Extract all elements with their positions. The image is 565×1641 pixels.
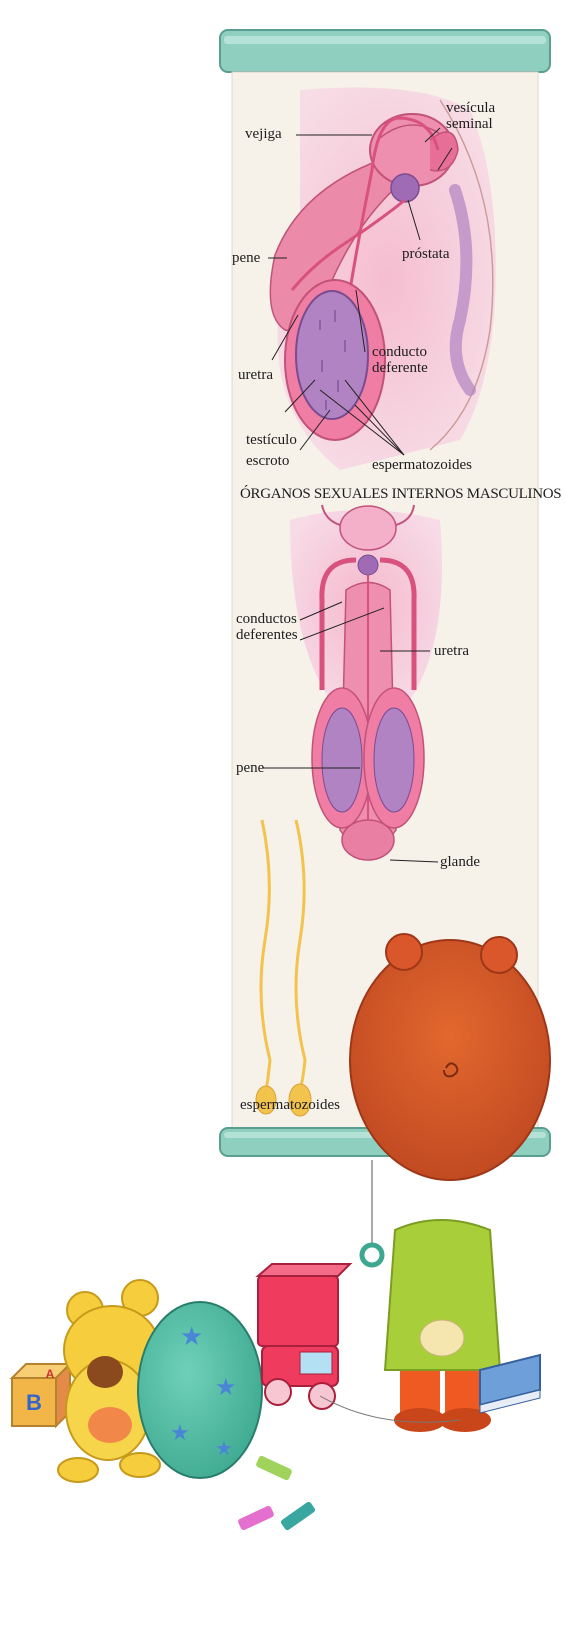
- svg-text:★: ★: [215, 1375, 237, 1401]
- label-uretra-front: uretra: [434, 643, 469, 659]
- label-glande: glande: [440, 854, 480, 870]
- label-pene-front: pene: [236, 760, 264, 776]
- block-letter-b: B: [26, 1390, 42, 1415]
- label-espermatozoides-caption: espermatozoides: [240, 1097, 340, 1113]
- label-vejiga: vejiga: [245, 126, 282, 142]
- prostate: [391, 174, 419, 202]
- star-egg: ★ ★ ★ ★: [138, 1302, 262, 1478]
- label-testiculo: testículo: [246, 432, 297, 448]
- side-view-diagram: [268, 88, 496, 471]
- block-letter-a: A: [46, 1367, 55, 1381]
- label-conducto-deferente: conducto deferente: [372, 344, 452, 376]
- label-pene-side: pene: [232, 250, 260, 266]
- label-uretra-side: uretra: [238, 367, 273, 383]
- svg-text:★: ★: [170, 1420, 190, 1445]
- child-figure: [350, 934, 550, 1432]
- label-espermatozoides-side: espermatozoides: [372, 457, 472, 473]
- crayons: [237, 1455, 316, 1531]
- chart-title: ÓRGANOS SEXUALES INTERNOS MASCULINOS: [240, 486, 561, 503]
- svg-text:★: ★: [180, 1322, 203, 1351]
- label-prostata: próstata: [402, 246, 449, 262]
- label-vesicula-seminal: vesícula seminal: [446, 100, 516, 132]
- alphabet-block: B A: [12, 1364, 70, 1426]
- label-conductos-deferentes: conductos deferentes: [236, 611, 316, 643]
- label-escroto: escroto: [246, 453, 289, 469]
- svg-text:★: ★: [215, 1438, 233, 1460]
